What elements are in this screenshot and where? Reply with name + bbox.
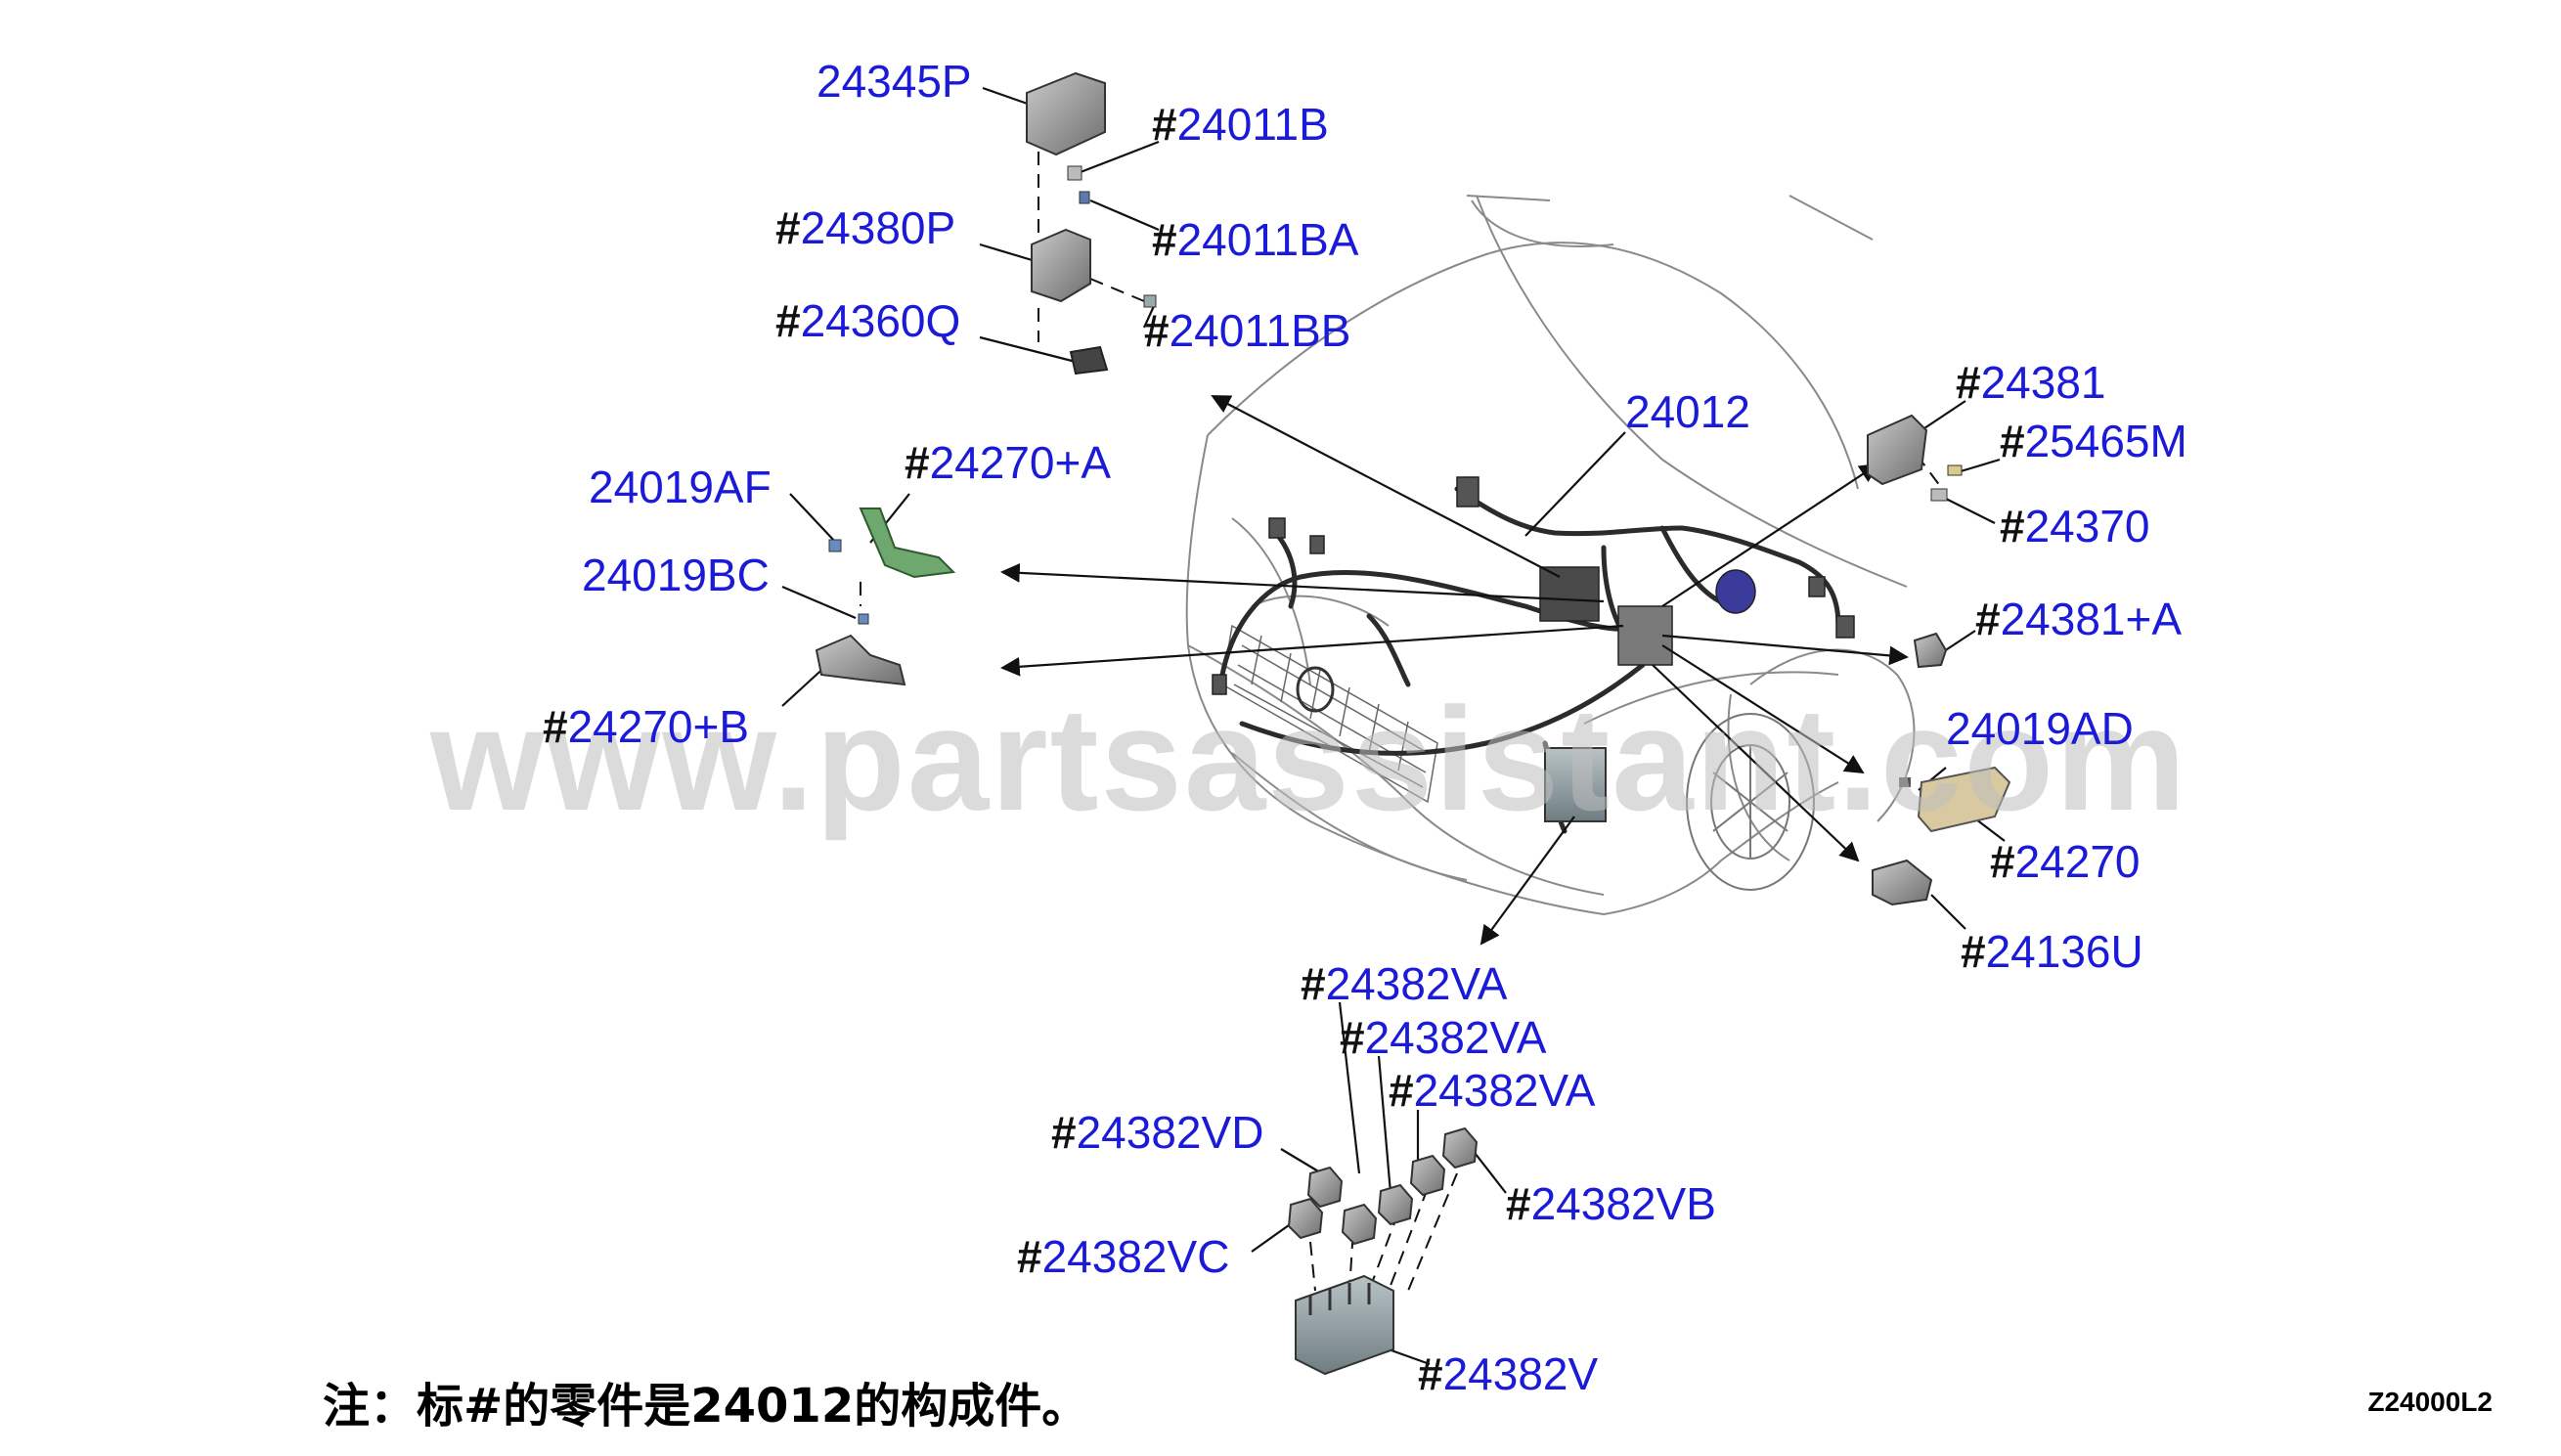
part-label-24011B[interactable]: #24011B [1152, 102, 1329, 147]
part-label-24380P[interactable]: #24380P [775, 205, 955, 250]
part-label-24270A[interactable]: #24270+A [905, 440, 1111, 485]
part-label-24360Q[interactable]: #24360Q [775, 298, 960, 343]
component-marker-hash: # [905, 437, 930, 488]
component-marker-hash: # [1418, 1348, 1443, 1399]
part-number-text: 24382VA [1413, 1065, 1596, 1116]
part-number-text: 24381 [1980, 357, 2106, 408]
part-number-text: 24011B [1176, 99, 1329, 150]
part-24270A-bracket [828, 507, 956, 579]
part-label-24270[interactable]: #24270 [1990, 839, 2141, 884]
leader-lines [781, 86, 2006, 1366]
part-label-24012[interactable]: 24012 [1625, 389, 1750, 434]
component-marker-hash: # [2000, 416, 2025, 466]
part-label-24382V[interactable]: #24382V [1418, 1351, 1598, 1396]
part-label-24382VA2[interactable]: #24382VA [1340, 1015, 1546, 1060]
part-label-24011BA[interactable]: #24011BA [1152, 217, 1358, 262]
part-label-24382VB[interactable]: #24382VB [1506, 1181, 1716, 1226]
part-number-text: 24270+A [929, 437, 1112, 488]
part-24380P-bracket [1031, 228, 1091, 303]
part-number-text: 24382VD [1076, 1107, 1264, 1158]
part-number-text: 24019AD [1946, 703, 2134, 754]
part-label-24019AD[interactable]: 24019AD [1946, 706, 2134, 751]
harness-connectors [1212, 476, 1855, 695]
component-marker-hash: # [1506, 1178, 1531, 1229]
component-marker-hash: # [1956, 357, 1981, 408]
part-label-25465M[interactable]: #25465M [2000, 419, 2187, 463]
footnote: 注：标#的零件是24012的构成件。 [323, 1379, 1089, 1434]
part-label-24136U[interactable]: #24136U [1961, 929, 2143, 974]
component-marker-hash: # [775, 295, 801, 346]
component-marker-hash: # [1144, 305, 1170, 356]
part-number-text: 25465M [2024, 416, 2187, 466]
part-label-24381A[interactable]: #24381+A [1975, 596, 2182, 641]
part-number-text: 24011BB [1169, 305, 1351, 356]
part-label-24345P[interactable]: 24345P [817, 59, 972, 104]
part-number-text: 24370 [2024, 501, 2150, 552]
component-marker-hash: # [1961, 926, 1986, 977]
component-marker-hash: # [1975, 594, 2001, 644]
front-grille [1221, 624, 1438, 804]
part-number-text: 24380P [800, 202, 956, 253]
part-label-24270B[interactable]: #24270+B [543, 704, 749, 749]
part-24381-holder [1867, 414, 1928, 486]
part-24270B-bracket [815, 613, 906, 686]
part-number-text: 24382V [1442, 1348, 1599, 1399]
component-marker-hash: # [775, 202, 801, 253]
part-label-24370[interactable]: #24370 [2000, 504, 2150, 549]
component-marker-hash: # [1340, 1012, 1365, 1063]
part-number-text: 24019AF [589, 462, 772, 512]
part-number-text: 24382VA [1364, 1012, 1547, 1063]
component-marker-hash: # [2000, 501, 2025, 552]
part-number-text: 24019BC [582, 550, 770, 600]
part-number-text: 24136U [1985, 926, 2143, 977]
part-24382V-relay-box [1295, 1274, 1394, 1376]
part-number-text: 24012 [1625, 386, 1750, 437]
part-label-24381[interactable]: #24381 [1956, 360, 2106, 405]
part-number-text: 24360Q [800, 295, 961, 346]
front-wheel [1686, 713, 1815, 891]
part-24360Q-holder [1069, 345, 1109, 375]
part-24381A-holder [1913, 632, 1948, 669]
part-label-24382VD[interactable]: #24382VD [1051, 1110, 1263, 1155]
part-number-text: 24011BA [1176, 214, 1359, 265]
part-label-24382VA3[interactable]: #24382VA [1389, 1068, 1595, 1113]
part-24370-link [1930, 488, 1948, 502]
part-number-text: 24270+B [567, 701, 750, 752]
part-24136U-bracket [1872, 859, 1933, 906]
part-24270-protector [1899, 766, 2011, 833]
drawing-code: Z24000L2 [2367, 1387, 2493, 1417]
component-marker-hash: # [1990, 836, 2015, 887]
component-marker-hash: # [1152, 214, 1177, 265]
part-number-text: 24382VC [1041, 1231, 1230, 1282]
engine-box [1544, 747, 1607, 822]
component-marker-hash: # [1051, 1107, 1077, 1158]
part-24011B-clip [1067, 165, 1082, 181]
component-marker-hash: # [1152, 99, 1177, 150]
part-24345P-cover [1026, 71, 1106, 156]
part-number-text: 24345P [817, 56, 972, 107]
part-number-text: 24382VB [1530, 1178, 1716, 1229]
part-label-24382VC[interactable]: #24382VC [1017, 1234, 1229, 1279]
component-marker-hash: # [543, 701, 568, 752]
part-number-text: 24381+A [2000, 594, 2183, 644]
part-number-text: 24270 [2014, 836, 2141, 887]
component-marker-hash: # [1301, 958, 1326, 1009]
wire-harness [1219, 486, 1841, 834]
part-number-text: 24382VA [1325, 958, 1508, 1009]
part-label-24011BB[interactable]: #24011BB [1144, 308, 1350, 353]
part-24011BA-clip [1079, 191, 1090, 204]
relays-24382 [1287, 1126, 1479, 1246]
component-marker-hash: # [1017, 1231, 1042, 1282]
part-24011BB-clip [1143, 294, 1157, 308]
part-label-24019BC[interactable]: 24019BC [582, 552, 770, 597]
component-marker-hash: # [1389, 1065, 1414, 1116]
part-label-24382VA1[interactable]: #24382VA [1301, 961, 1507, 1006]
part-label-24019AF[interactable]: 24019AF [589, 464, 772, 509]
part-25465M-fuse [1947, 464, 1963, 476]
